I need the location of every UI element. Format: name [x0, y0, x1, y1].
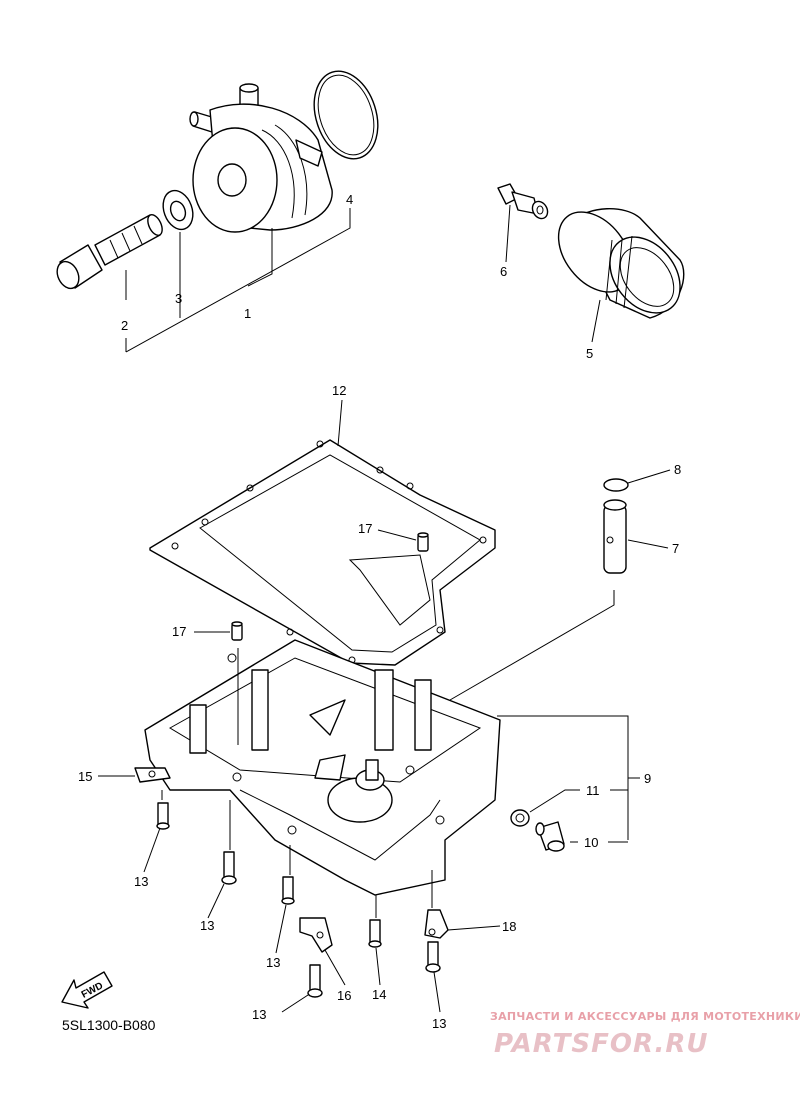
callout-6: 6	[500, 264, 507, 279]
bolt	[307, 964, 323, 998]
bolt	[221, 851, 237, 885]
diagram-code: 5SL1300-B080	[62, 1017, 156, 1033]
callout-7: 7	[672, 541, 679, 556]
gasket-holes	[171, 440, 487, 664]
dowel-pin	[417, 532, 429, 552]
callout-2: 2	[121, 318, 128, 333]
callout-13: 13	[432, 1016, 446, 1031]
oil-pan	[144, 639, 501, 896]
fwd-arrow-icon: FWD	[61, 971, 113, 1009]
bolt-14	[368, 919, 382, 948]
callout-labels: 1 2 3 4 5 6 7 8 9 10 11 12 13 13 13 13 1…	[78, 192, 681, 1031]
bracket-16	[299, 917, 333, 953]
callout-5: 5	[586, 346, 593, 361]
o-ring	[313, 70, 379, 160]
callout-9: 9	[644, 771, 651, 786]
oil-filter	[557, 208, 685, 319]
callout-13: 13	[200, 918, 214, 933]
callout-15: 15	[78, 769, 92, 784]
bracket-18	[424, 909, 449, 939]
oil-pipe	[603, 499, 627, 574]
oil-pan-gasket	[149, 439, 496, 666]
union-bolt	[56, 214, 163, 290]
oil-cooler	[189, 83, 333, 233]
bolt	[156, 802, 170, 830]
callout-17: 17	[358, 521, 372, 536]
drain-washer	[510, 809, 530, 827]
callout-16: 16	[337, 988, 351, 1003]
callout-13: 13	[134, 874, 148, 889]
callout-13: 13	[252, 1007, 266, 1022]
o-ring-small	[603, 478, 629, 492]
washer	[162, 189, 194, 231]
callout-10: 10	[584, 835, 598, 850]
callout-4: 4	[346, 192, 353, 207]
bolt	[425, 941, 441, 973]
watermark: ЗАПЧАСТИ И АКСЕССУАРЫ ДЛЯ МОТОТЕХНИКИ PA…	[490, 1010, 800, 1059]
leader-lines	[98, 204, 671, 1013]
bolt	[281, 876, 295, 905]
callout-1: 1	[244, 306, 251, 321]
callout-18: 18	[502, 919, 516, 934]
watermark-tagline: ЗАПЧАСТИ И АКСЕССУАРЫ ДЛЯ МОТОТЕХНИКИ	[490, 1010, 800, 1023]
callout-3: 3	[175, 291, 182, 306]
callout-17: 17	[172, 624, 186, 639]
callout-8: 8	[674, 462, 681, 477]
clamp-bracket	[134, 767, 171, 783]
watermark-brand: PARTSFOR.RU	[494, 1029, 708, 1059]
callout-11: 11	[586, 783, 600, 798]
drain-bolt	[535, 821, 565, 852]
callout-13: 13	[266, 955, 280, 970]
union-fitting	[497, 183, 549, 220]
callout-12: 12	[332, 383, 346, 398]
dowel-pin	[231, 621, 243, 641]
callout-14: 14	[372, 987, 386, 1002]
